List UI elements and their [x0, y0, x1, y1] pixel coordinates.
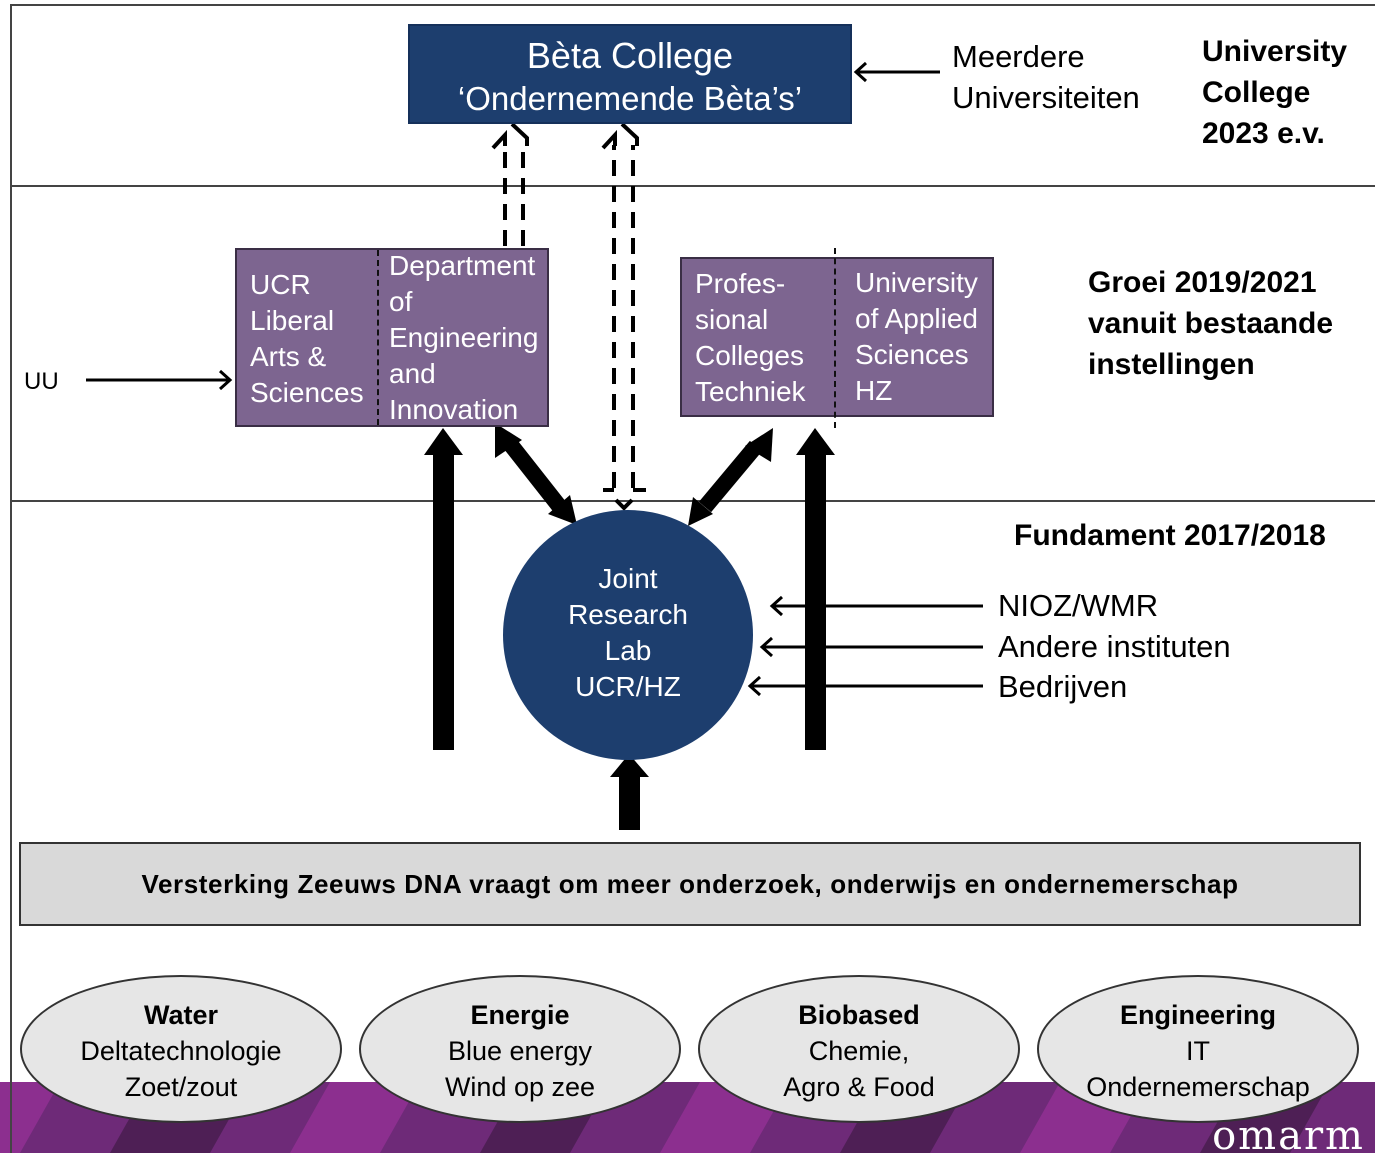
theme-engineering-line1: IT [1186, 1036, 1210, 1066]
ucr-right-line2: of [389, 286, 413, 317]
beta-college-title: Bèta College [526, 35, 734, 76]
dna-banner-text: Versterking Zeeuws DNA vraagt om meer on… [141, 869, 1239, 899]
phase-bottom-label: Fundament 2017/2018 [1014, 519, 1326, 552]
source-universities-line2: Universiteiten [952, 80, 1140, 115]
thick-arrow-right-up [796, 428, 835, 750]
theme-energy-title: Energie [470, 1000, 570, 1030]
phase-middle-line1: Groei 2019/2021 [1088, 266, 1317, 299]
diagonal-arrow-lab-hz [688, 428, 773, 526]
thick-arrow-banner-to-lab [610, 754, 649, 830]
input-uu-label: UU [24, 368, 59, 395]
theme-water-line2: Zoet/zout [124, 1072, 238, 1102]
source-universities-line1: Meerdere [952, 39, 1085, 74]
theme-water-line1: Deltatechnologie [80, 1036, 282, 1066]
section-divider-top [10, 185, 1375, 187]
theme-energy-line2: Wind op zee [444, 1072, 596, 1102]
frame-top-line [10, 4, 1375, 6]
hz-left-line4: Techniek [695, 376, 806, 407]
lab-input-institutes: Andere instituten [998, 629, 1231, 664]
ucr-left-line4: Sciences [250, 377, 364, 408]
ucr-left-line2: Liberal [250, 305, 335, 336]
hz-box: Profes- sional Colleges Techniek Univers… [680, 257, 994, 417]
beta-college-box: Bèta College ‘Ondernemende Bèta’s’ [408, 24, 852, 124]
arrow-nioz-head [769, 595, 784, 617]
hz-left-line2: sional [695, 304, 769, 335]
thick-arrow-left-up [424, 428, 463, 750]
phase-middle-line2: vanuit bestaande [1088, 307, 1334, 340]
ucr-box-divider [377, 250, 379, 425]
theme-biobased-ellipse: Biobased Chemie, Agro & Food [698, 975, 1020, 1123]
dashed-arrow-ucr-to-beta [491, 122, 529, 246]
theme-biobased-line1: Chemie, [808, 1036, 910, 1066]
lab-line3: Lab [604, 635, 652, 666]
dashed-arrow-lab-to-beta [601, 122, 646, 511]
ucr-box: UCR Liberal Arts & Sciences Department o… [235, 248, 549, 427]
ucr-left-line3: Arts & [250, 341, 327, 372]
phase-top-line3: 2023 e.v. [1202, 117, 1325, 150]
theme-water-ellipse: Water Deltatechnologie Zoet/zout [20, 975, 342, 1123]
ucr-right-line5: Innovation [389, 394, 519, 425]
theme-biobased-line2: Agro & Food [783, 1072, 935, 1102]
hz-left-line3: Colleges [695, 340, 804, 371]
ucr-right-line1: Department [389, 250, 536, 281]
frame-left-line [10, 4, 12, 1153]
lab-input-companies: Bedrijven [998, 669, 1128, 704]
dna-banner: Versterking Zeeuws DNA vraagt om meer on… [19, 842, 1361, 926]
theme-energy-line1: Blue energy [447, 1036, 593, 1066]
hz-right-line2: of Applied [855, 303, 978, 334]
arrow-universities-head [853, 61, 868, 83]
arrow-uu-head [218, 369, 233, 391]
ucr-left-line1: UCR [250, 269, 311, 300]
theme-energy-ellipse: Energie Blue energy Wind op zee [359, 975, 681, 1123]
beta-college-subtitle: ‘Ondernemende Bèta’s’ [457, 80, 803, 117]
theme-engineering-line2: Ondernemerschap [1086, 1072, 1310, 1102]
phase-top-line2: College [1202, 76, 1311, 109]
ucr-right-line3: Engineering [389, 322, 539, 353]
lab-input-nioz: NIOZ/WMR [998, 588, 1159, 623]
joint-research-lab-circle [503, 510, 753, 760]
hz-right-line3: Sciences [855, 339, 969, 370]
hz-right-line1: University [855, 267, 978, 298]
hz-box-divider [834, 248, 836, 428]
hz-left-line1: Profes- [695, 268, 786, 299]
joint-research-lab-label: Joint Research Lab UCR/HZ [503, 561, 753, 705]
lab-line2: Research [568, 599, 688, 630]
diagonal-arrow-lab-ucr [495, 423, 577, 525]
arrow-institutes-head [759, 636, 774, 658]
phase-top-line1: University [1202, 35, 1348, 68]
theme-engineering-ellipse: Engineering IT Ondernemerschap [1037, 975, 1359, 1123]
ucr-right-line4: and [389, 358, 436, 389]
phase-middle-line3: instellingen [1088, 348, 1255, 381]
theme-water-title: Water [143, 1000, 218, 1030]
arrow-companies-head [747, 675, 762, 697]
lab-line4: UCR/HZ [575, 671, 681, 702]
theme-biobased-title: Biobased [798, 1000, 920, 1030]
theme-engineering-title: Engineering [1119, 1000, 1276, 1030]
footer-brand-logo: omarm [1212, 1113, 1365, 1159]
hz-right-line4: HZ [855, 375, 893, 406]
lab-line1: Joint [598, 563, 658, 594]
